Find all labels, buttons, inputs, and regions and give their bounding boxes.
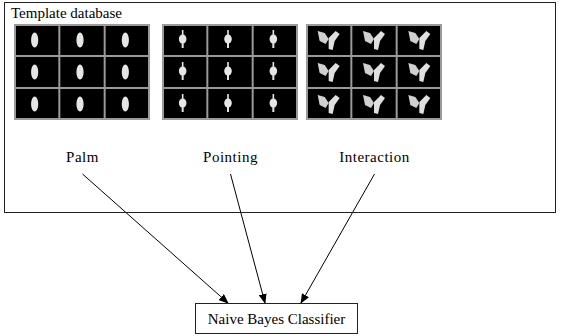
class-label: Palm (14, 148, 151, 166)
classifier-box: Naive Bayes Classifier (195, 303, 358, 334)
template-group: Pointing (162, 24, 299, 170)
template-grid (162, 24, 298, 120)
class-label: Pointing (162, 148, 299, 166)
database-panel: Template databasePalm Pointing Interaction (4, 2, 556, 213)
class-label: Interaction (306, 148, 443, 166)
template-group: Palm (14, 24, 151, 170)
template-grid (306, 24, 442, 120)
flow-arrow (231, 174, 266, 303)
flow-arrow (83, 174, 229, 303)
template-grid (14, 24, 150, 120)
panel-heading: Template database (11, 4, 122, 22)
template-group: Interaction (306, 24, 443, 170)
flow-arrow (301, 174, 375, 303)
classifier-label: Naive Bayes Classifier (208, 310, 345, 328)
